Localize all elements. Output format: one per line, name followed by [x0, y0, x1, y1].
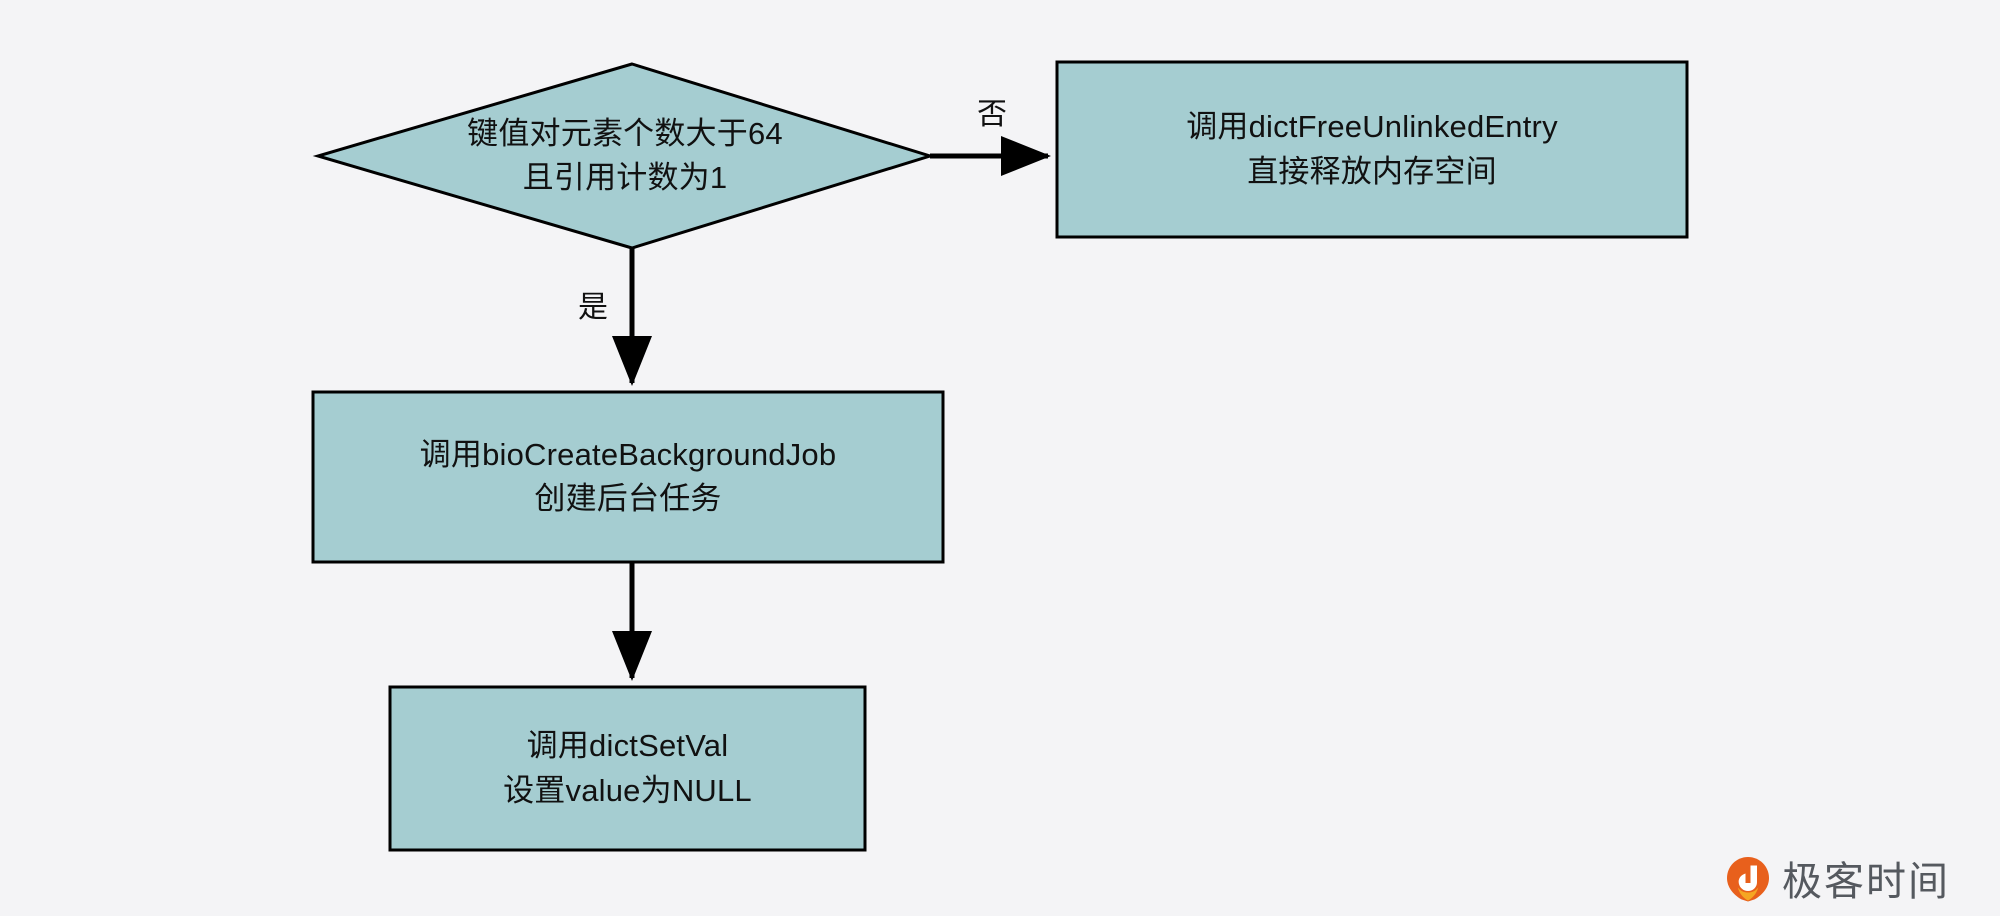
watermark-brand: 极客时间: [1782, 859, 1950, 904]
edge-label-yes: 是: [578, 291, 608, 324]
geektime-logo-icon: [1726, 856, 1770, 907]
node-decision-shape[interactable]: [312, 62, 936, 250]
node-bio-job-shape[interactable]: [311, 390, 945, 564]
edge-label-no: 否: [977, 98, 1007, 131]
node-free-direct-shape[interactable]: [1055, 60, 1689, 239]
node-set-null-shape[interactable]: [388, 685, 867, 852]
watermark: 极客时间: [1726, 856, 1950, 907]
